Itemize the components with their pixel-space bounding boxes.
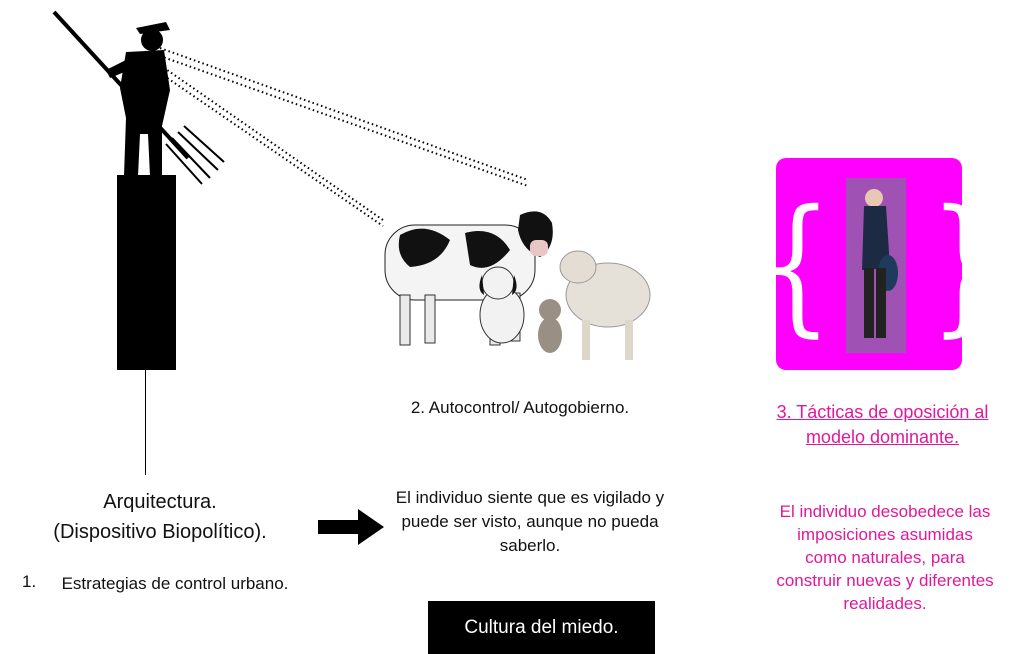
right-brace-icon: } (930, 177, 1000, 351)
architecture-title: Arquitectura. (103, 491, 217, 513)
right-arrow-icon (318, 509, 384, 545)
fear-culture-box: Cultura del miedo. (428, 601, 655, 654)
self-control-title: 2. Autocontrol/ Autogobierno. (410, 398, 630, 417)
fear-culture-label: Cultura del miedo. (464, 616, 619, 638)
person-silhouette-icon (862, 189, 898, 338)
strategy-number: 1. (22, 572, 37, 591)
tactics-title[interactable]: 3. Tácticas de oposición al modelo domin… (776, 402, 989, 447)
vigilance-text: El individuo siente que es vigilado y pu… (395, 488, 665, 555)
disobey-text: El individuo desobedece las imposiciones… (776, 502, 994, 613)
strategy-text: Estrategias de control urbano. (61, 574, 289, 593)
left-brace-icon: { (762, 177, 832, 351)
watchman-illustration (52, 10, 225, 185)
tower-connector-line (145, 370, 146, 475)
architecture-subtitle: (Dispositivo Biopolítico). (53, 521, 267, 543)
person-photo (846, 178, 906, 353)
tower (117, 175, 176, 370)
farm-animals-illustration (384, 211, 651, 360)
